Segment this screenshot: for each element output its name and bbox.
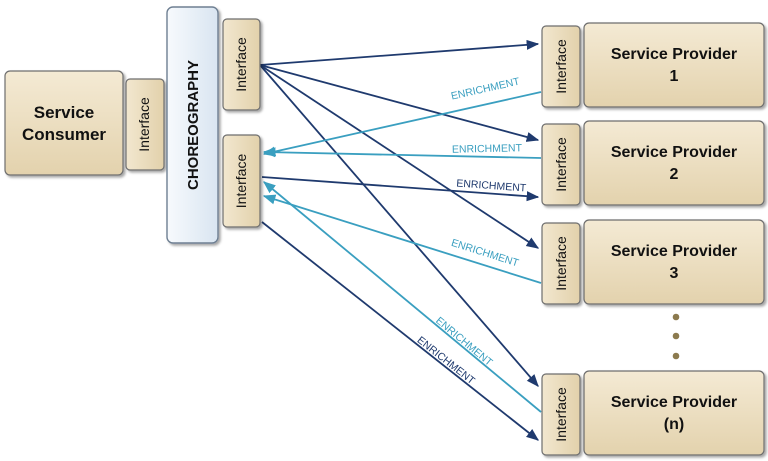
- arrow-to-provider-3: [259, 64, 540, 249]
- enrichment-arrow-from-provider-2: [262, 147, 542, 159]
- service-consumer-interface-label: Interface: [136, 97, 152, 152]
- enrichment-label-2: ENRICHMENT: [452, 142, 523, 155]
- service-provider-2-interface: Interface: [541, 123, 581, 206]
- enrichment-arrow-from-provider-1: [262, 91, 542, 157]
- enrichment-arrow-to-provider-2: [261, 176, 540, 202]
- service-consumer-box: [4, 70, 124, 176]
- arrow-to-provider-1: [259, 39, 540, 66]
- service-provider-2: Service Provider 2: [583, 120, 765, 206]
- service-provider-2-title: Service Provider: [611, 144, 737, 161]
- service-provider-n-interface-label: Interface: [553, 387, 569, 442]
- arrows: [259, 39, 542, 441]
- service-provider-3-interface: Interface: [541, 222, 581, 305]
- service-consumer-interface: Interface: [125, 78, 165, 171]
- ellipsis-dots: [672, 313, 680, 360]
- service-consumer-label-line2: Consumer: [22, 125, 106, 144]
- choreography-interface-top: Interface: [222, 18, 261, 111]
- service-provider-1-number: 1: [670, 68, 679, 85]
- service-provider-3: Service Provider 3: [583, 219, 765, 305]
- enrichment-arrow-from-provider-n: [263, 181, 542, 413]
- service-consumer: Service Consumer: [4, 70, 124, 176]
- service-consumer-label-line1: Service: [34, 103, 95, 122]
- service-provider-1-interface-label: Interface: [553, 39, 569, 94]
- service-provider-2-interface-label: Interface: [553, 137, 569, 192]
- choreography-interface-top-label: Interface: [233, 37, 249, 92]
- arrow-to-provider-n: [259, 64, 539, 387]
- choreography-box: [166, 6, 219, 244]
- choreography-interface-bottom: Interface: [222, 134, 261, 228]
- service-provider-1-interface: Interface: [541, 25, 581, 108]
- enrichment-arrow-to-provider-n: [261, 221, 539, 441]
- enrichment-arrow-from-provider-3: [262, 194, 542, 284]
- service-provider-1: Service Provider 1: [583, 22, 765, 108]
- service-provider-3-number: 3: [670, 265, 679, 282]
- service-provider-2-number: 2: [670, 166, 679, 183]
- choreography-label: CHOREOGRAPHY: [185, 60, 202, 190]
- service-provider-3-interface-label: Interface: [553, 236, 569, 291]
- service-provider-n-number: (n): [664, 416, 684, 433]
- choreography: CHOREOGRAPHY: [166, 6, 219, 244]
- service-provider-n: Service Provider (n): [583, 370, 765, 456]
- service-provider-3-title: Service Provider: [611, 243, 737, 260]
- service-provider-1-title: Service Provider: [611, 46, 737, 63]
- service-provider-n-interface: Interface: [541, 373, 581, 456]
- arrow-to-provider-2: [259, 64, 540, 142]
- enrichment-label-3: ENRICHMENT: [456, 178, 527, 195]
- service-provider-n-title: Service Provider: [611, 394, 737, 411]
- choreography-interface-bottom-label: Interface: [233, 154, 249, 209]
